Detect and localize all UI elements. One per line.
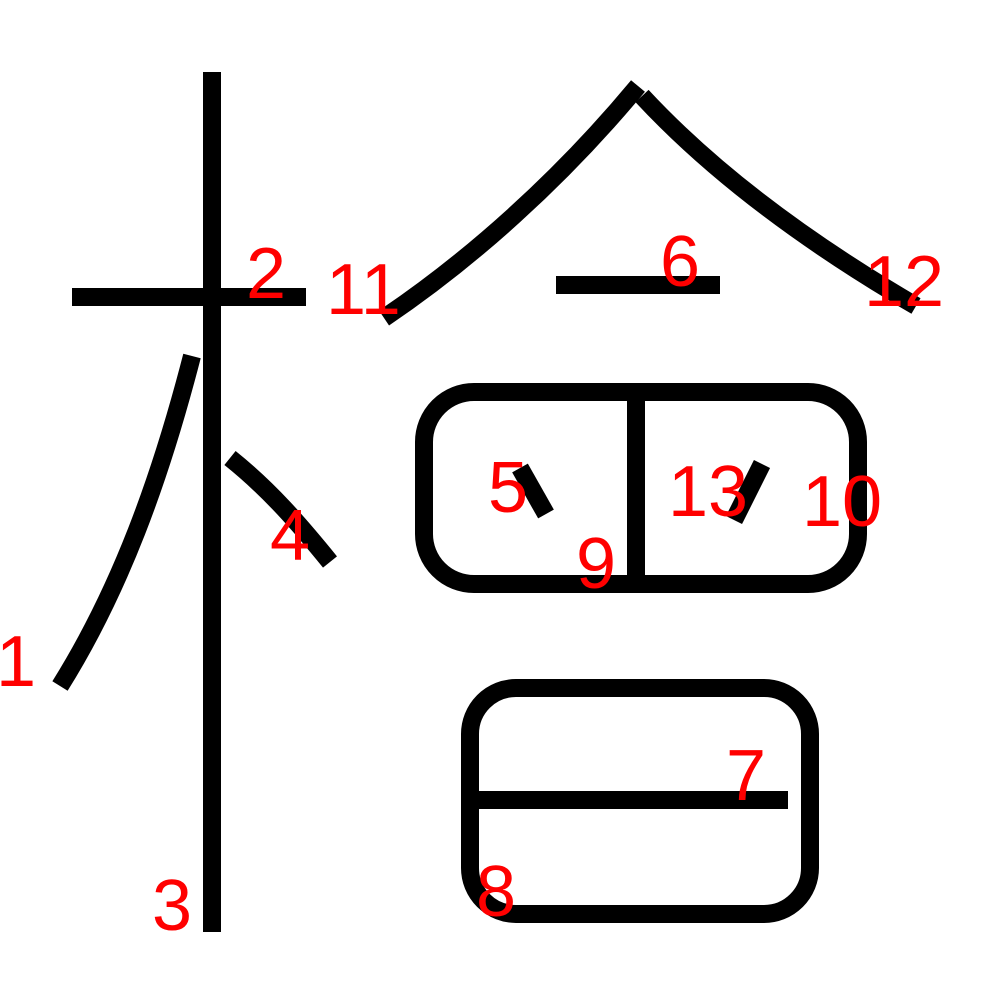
stroke-number-1: 1 <box>0 622 36 702</box>
stroke-number-3: 3 <box>152 866 192 946</box>
stroke-4 <box>224 450 337 568</box>
stroke-number-9: 9 <box>576 524 616 604</box>
stroke-number-10: 10 <box>802 462 882 542</box>
stroke-13 <box>725 459 771 525</box>
character-strokes <box>52 72 921 932</box>
stroke-5 <box>512 463 554 519</box>
stroke-number-2: 2 <box>246 234 286 314</box>
stroke-number-5: 5 <box>488 448 528 528</box>
stroke-number-12: 12 <box>864 242 944 322</box>
stroke-number-8: 8 <box>476 852 516 932</box>
stroke-order-labels: 1 2 3 4 5 6 7 8 9 10 11 12 13 <box>0 222 944 946</box>
stroke-11 <box>378 80 645 326</box>
stroke-number-13: 13 <box>668 452 748 532</box>
stroke-number-4: 4 <box>270 496 310 576</box>
stroke-number-6: 6 <box>660 222 700 302</box>
stroke-number-7: 7 <box>726 736 766 816</box>
stroke-number-11: 11 <box>326 250 401 330</box>
stroke-12 <box>635 89 921 314</box>
stroke-8 <box>461 679 819 923</box>
stroke-1 <box>52 353 201 691</box>
